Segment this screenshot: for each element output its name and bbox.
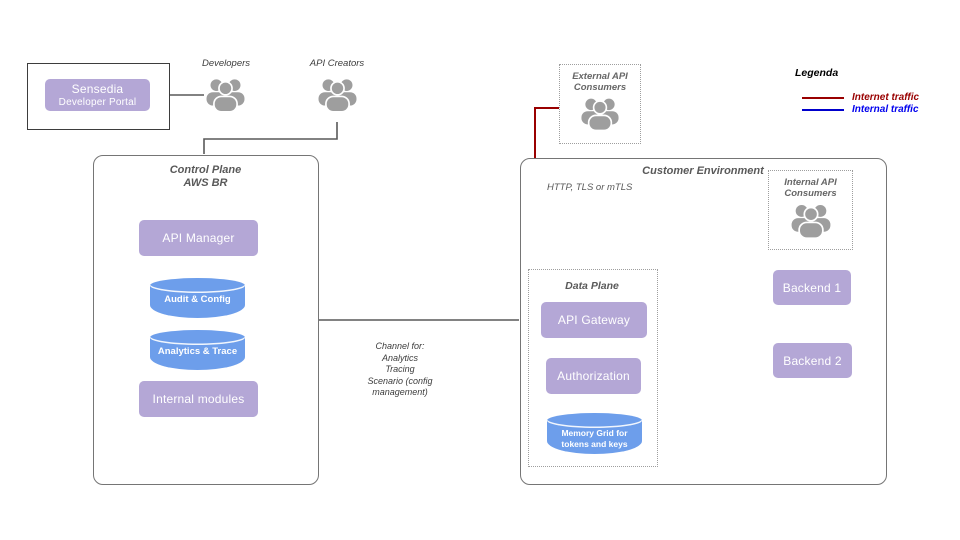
backend-2-node: Backend 2 [773, 343, 852, 378]
memory-grid-cylinder: Memory Grid for tokens and keys [547, 413, 642, 454]
internal-api-consumers-icon [790, 204, 831, 240]
memory-grid-label: Memory Grid for tokens and keys [561, 428, 628, 449]
analytics-trace-label: Analytics & Trace [157, 346, 238, 357]
internal-traffic-line-swatch [802, 108, 844, 111]
api-creators-group-icon [317, 78, 358, 113]
control-plane-title: Control Plane AWS BR [169, 164, 242, 189]
internal-modules-node: Internal modules [139, 381, 258, 417]
sensedia-name: Sensedia [71, 82, 124, 96]
internal-api-consumers-title: Internal API Consumers [784, 177, 837, 199]
external-api-consumers-title: External API Consumers [572, 71, 628, 93]
connector-apicreators-to-controlplane [203, 122, 338, 154]
customer-environment-title: Customer Environment [642, 165, 764, 177]
internet-traffic-line-swatch [802, 96, 844, 99]
legend-title: Legenda [795, 67, 839, 79]
external-api-consumers-box: External API Consumers [559, 64, 641, 144]
developers-group-icon [205, 78, 246, 113]
protocol-note: HTTP, TLS or mTLS [547, 182, 633, 193]
api-manager-node: API Manager [139, 220, 258, 256]
sensedia-developer-portal-node: Sensedia Developer Portal [45, 79, 150, 111]
audit-config-cylinder: Audit & Config [150, 278, 245, 318]
internal-api-consumers-box: Internal API Consumers [768, 170, 853, 250]
external-api-consumers-icon [580, 97, 620, 132]
audit-config-label: Audit & Config [164, 294, 231, 305]
backend-1-node: Backend 1 [773, 270, 851, 305]
channel-note: Channel for: Analytics Tracing Scenario … [367, 341, 433, 397]
data-plane-title: Data Plane [565, 280, 619, 292]
api-creators-label: API Creators [309, 58, 365, 69]
authorization-node: Authorization [546, 358, 641, 394]
internet-traffic-label: Internet traffic [852, 92, 920, 103]
legend-item-internet: Internet traffic [802, 92, 919, 103]
control-plane-box [93, 155, 319, 485]
internal-traffic-label: Internal traffic [852, 104, 919, 115]
sensedia-subtitle: Developer Portal [58, 97, 137, 108]
api-gateway-node: API Gateway [541, 302, 647, 338]
analytics-trace-cylinder: Analytics & Trace [150, 330, 245, 370]
developers-label: Developers [201, 58, 251, 69]
legend-item-internal: Internal traffic [802, 104, 919, 115]
